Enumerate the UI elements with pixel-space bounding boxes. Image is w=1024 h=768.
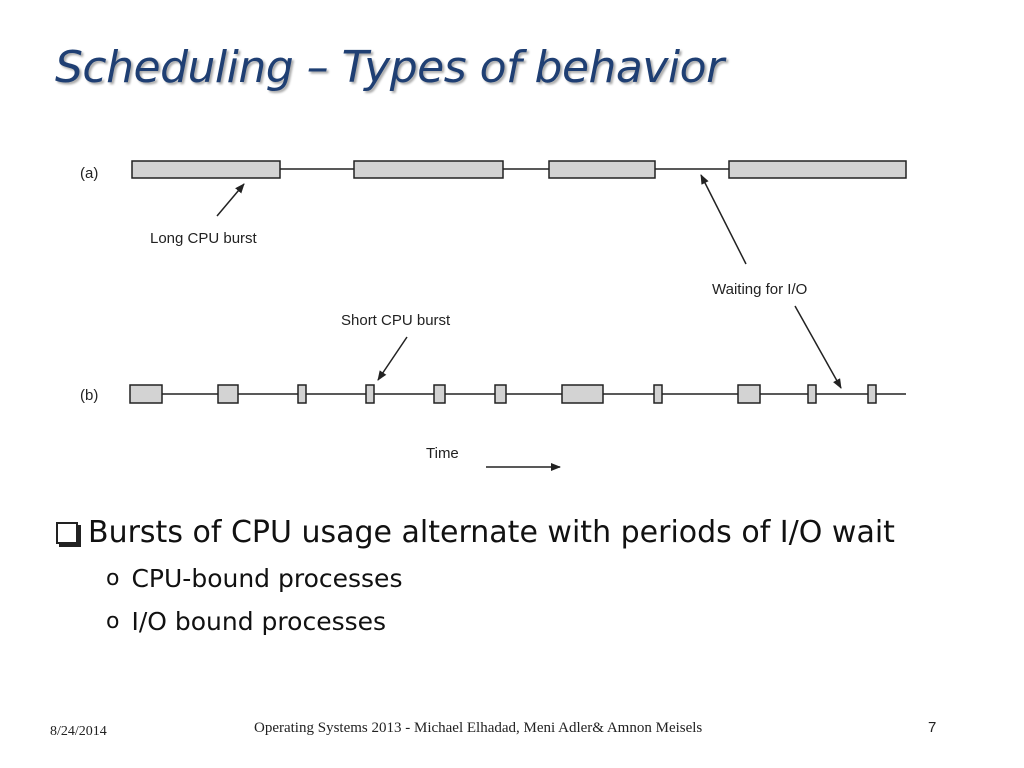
cpu-burst-b-4 [365,384,375,404]
circle-bullet-icon: o [106,609,120,634]
checkbox-bullet-icon [56,521,78,544]
cpu-burst-b-6 [494,384,507,404]
long-burst-arrow [216,183,245,217]
cpu-burst-a-3 [548,160,656,179]
cpu-burst-b-7 [561,384,604,404]
row-b-label: (b) [80,387,98,404]
short-burst-label: Short CPU burst [341,312,451,329]
footer-date: 8/24/2014 [50,724,107,739]
circle-bullet-icon: o [106,566,120,591]
waiting-arrow-b [794,305,842,389]
slide-title: Scheduling – Types of behavior [55,42,724,93]
sub-bullet-item: o I/O bound processes [106,607,895,636]
cpu-burst-b-5 [433,384,446,404]
short-burst-arrow [377,336,408,381]
page-number: 7 [928,719,937,736]
sub-bullet-text: I/O bound processes [131,607,387,636]
waiting-arrow-a [700,174,747,265]
footer-credit: Operating Systems 2013 - Michael Elhadad… [254,720,703,736]
sub-bullet-text: CPU-bound processes [131,564,403,593]
bullet-item: Bursts of CPU usage alternate with perio… [56,515,895,550]
cpu-burst-b-2 [217,384,239,404]
cpu-burst-b-1 [129,384,163,404]
cpu-burst-diagram: (a) Long CPU burst Waiting for I/O Short… [80,160,907,471]
cpu-burst-b-11 [867,384,877,404]
bullet-list: Bursts of CPU usage alternate with perio… [56,515,895,636]
cpu-burst-a-1 [131,160,281,179]
cpu-burst-b-8 [653,384,663,404]
cpu-burst-a-4 [728,160,907,179]
cpu-burst-b-9 [737,384,761,404]
cpu-burst-b-10 [807,384,817,404]
sub-bullet-item: o CPU-bound processes [106,564,895,593]
waiting-label: Waiting for I/O [712,281,807,298]
cpu-burst-b-3 [297,384,307,404]
bullet-text: Bursts of CPU usage alternate with perio… [88,515,895,550]
row-a-label: (a) [80,165,98,182]
time-label: Time [426,445,459,462]
long-burst-label: Long CPU burst [150,230,258,247]
cpu-burst-a-2 [353,160,504,179]
